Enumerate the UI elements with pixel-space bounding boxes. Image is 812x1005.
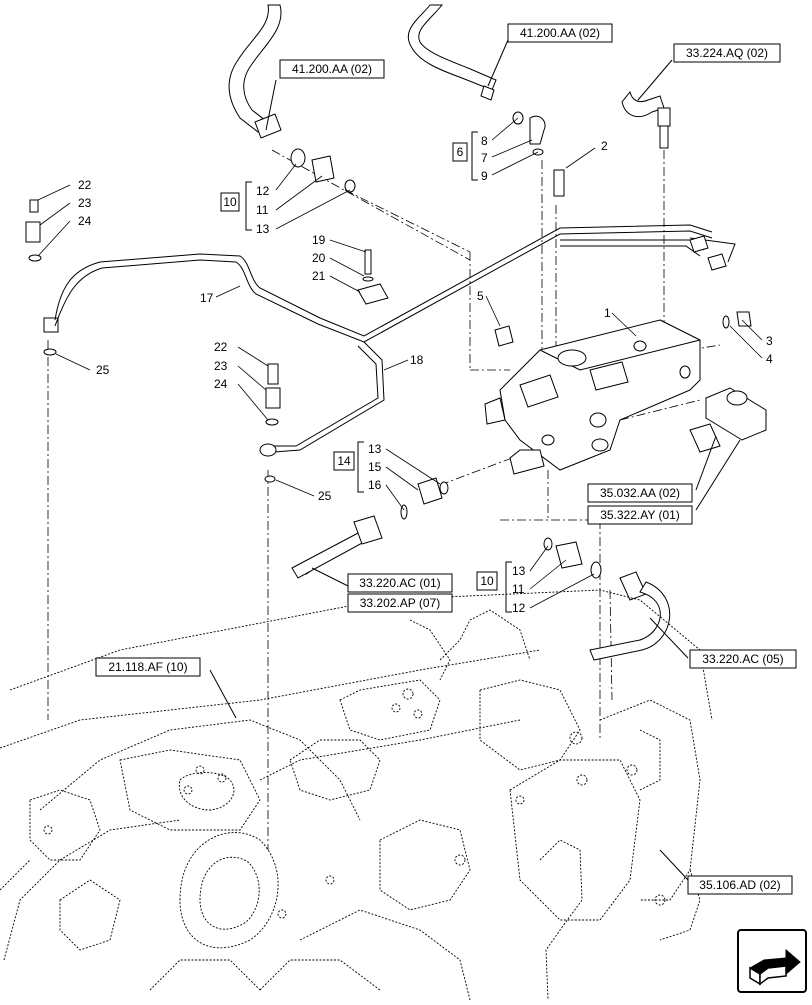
ref-box-33-224-aq[interactable]: 33.224.AQ (02) (673, 43, 781, 63)
svg-text:35.106.AD (02): 35.106.AD (02) (699, 878, 780, 892)
callout-25b: 25 (318, 489, 332, 503)
callout-21: 21 (312, 269, 326, 283)
hydraulic-tubes (54, 224, 736, 453)
callout-7: 7 (481, 151, 488, 165)
callout-15: 15 (368, 460, 382, 474)
callout-8: 8 (481, 134, 488, 148)
callout-13b: 13 (368, 442, 382, 456)
upper-fittings (25, 111, 565, 356)
callout-12b: 12 (512, 601, 526, 615)
ref-box-35-106-ad[interactable]: 35.106.AD (02) (687, 875, 793, 895)
callout-23b: 23 (214, 359, 228, 373)
svg-text:14: 14 (337, 454, 351, 468)
ref-box-35-032-aa[interactable]: 35.032.AA (02) (587, 483, 693, 503)
callout-12: 12 (256, 184, 270, 198)
control-valve (484, 311, 752, 475)
callout-11: 11 (256, 203, 269, 217)
svg-text:33.220.AC (01): 33.220.AC (01) (359, 576, 440, 590)
svg-text:6: 6 (457, 145, 464, 159)
svg-text:41.200.AA (02): 41.200.AA (02) (292, 62, 372, 76)
adapter-fittings (400, 477, 602, 579)
callout-3: 3 (766, 334, 773, 348)
svg-text:35.032.AA (02): 35.032.AA (02) (600, 486, 680, 500)
tee-fitting (689, 387, 767, 453)
next-page-arrow-icon[interactable] (737, 929, 807, 993)
group-6: 6 (452, 131, 478, 181)
callout-numbers: 22 23 24 25 17 12 11 13 19 20 21 8 7 9 2… (78, 134, 773, 615)
callout-13c: 13 (512, 564, 526, 578)
svg-text:33.224.AQ (02): 33.224.AQ (02) (686, 46, 768, 60)
callout-19: 19 (312, 233, 326, 247)
svg-text:35.322.AY (01): 35.322.AY (01) (600, 508, 680, 522)
reference-labels: 41.200.AA (02) 41.200.AA (02) 33.224.AQ … (95, 23, 797, 895)
svg-text:10: 10 (480, 574, 494, 588)
callout-4: 4 (766, 352, 773, 366)
svg-text:33.220.AC (05): 33.220.AC (05) (702, 652, 783, 666)
callout-1: 1 (604, 306, 611, 320)
callout-13: 13 (256, 222, 270, 236)
ref-box-21-118-af[interactable]: 21.118.AF (10) (95, 657, 201, 677)
callout-25: 25 (96, 363, 110, 377)
ref-box-41-200-aa-top[interactable]: 41.200.AA (02) (507, 23, 613, 43)
callout-2: 2 (601, 139, 608, 153)
callout-16: 16 (368, 478, 382, 492)
callout-23: 23 (78, 196, 92, 210)
ref-box-33-202-ap[interactable]: 33.202.AP (07) (347, 593, 453, 613)
callout-22: 22 (78, 178, 92, 192)
group-10-lower: 10 (476, 561, 512, 613)
callout-9: 9 (481, 169, 488, 183)
chassis-bolt-holes (43, 688, 666, 919)
svg-text:41.200.AA (02): 41.200.AA (02) (520, 26, 600, 40)
callout-22b: 22 (214, 340, 228, 354)
reference-leaders (209, 39, 741, 881)
callout-24: 24 (78, 214, 92, 228)
svg-text:10: 10 (223, 195, 237, 209)
ref-box-35-322-ay[interactable]: 35.322.AY (01) (587, 505, 693, 525)
ref-box-33-220-ac-05[interactable]: 33.220.AC (05) (689, 649, 797, 669)
upper-hoses (228, 4, 671, 149)
group-brackets: 10 6 14 10 (220, 131, 512, 613)
svg-text:33.202.AP (07): 33.202.AP (07) (360, 596, 441, 610)
ref-box-33-220-ac-01[interactable]: 33.220.AC (01) (347, 573, 453, 593)
callout-20: 20 (312, 251, 326, 265)
callout-24b: 24 (214, 377, 228, 391)
leader-lines (37, 117, 763, 609)
tractor-chassis (0, 589, 713, 1001)
tube-fittings (259, 235, 727, 483)
group-10-upper: 10 (220, 181, 252, 231)
lower-hoses (291, 515, 671, 661)
callout-11b: 11 (512, 582, 525, 596)
svg-text:21.118.AF (10): 21.118.AF (10) (108, 660, 187, 674)
callout-5: 5 (477, 289, 484, 303)
group-14: 14 (333, 441, 364, 493)
ref-box-41-200-aa-left[interactable]: 41.200.AA (02) (279, 59, 385, 79)
callout-18: 18 (410, 353, 424, 367)
callout-17: 17 (200, 291, 214, 305)
